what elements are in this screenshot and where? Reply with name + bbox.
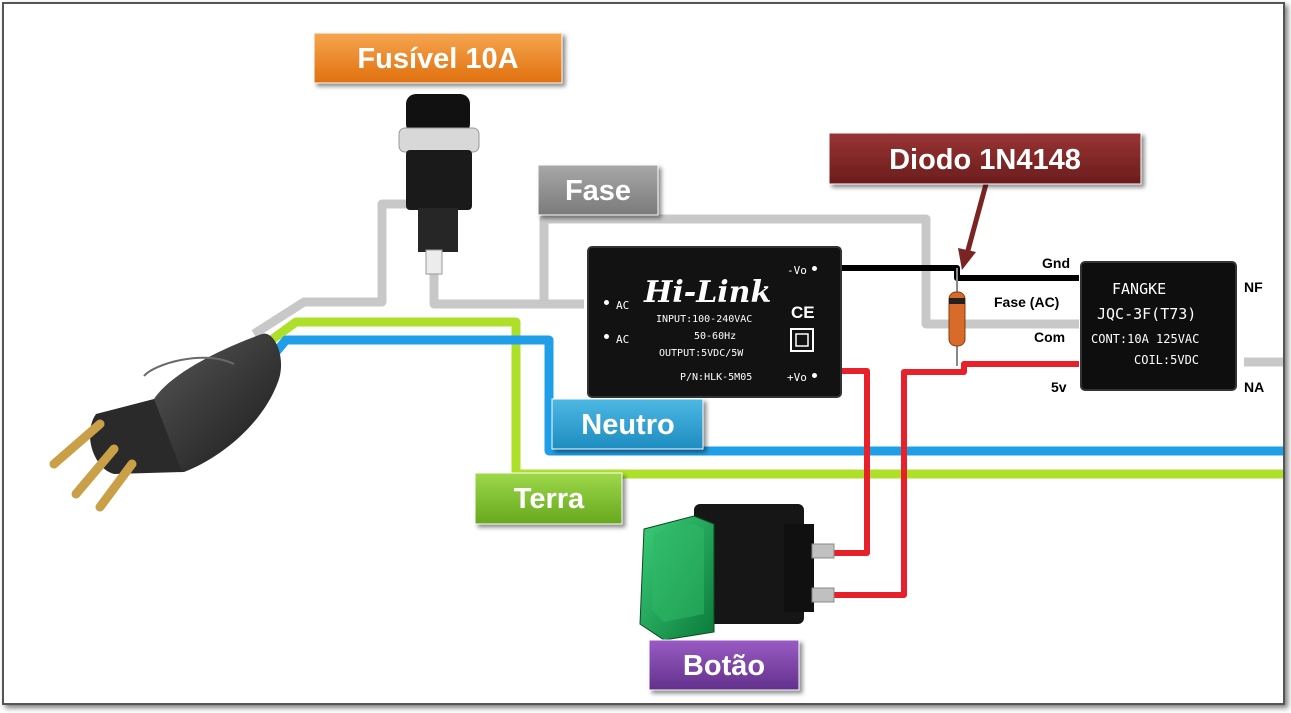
hilink-ac1: AC (616, 299, 629, 312)
ground-wire (256, 317, 1283, 479)
wiring-diagram: AC AC -Vo +Vo Hi-Link CE INPUT:100-240VA… (2, 2, 1285, 705)
hilink-pn: P/N:HLK-5M05 (680, 372, 752, 383)
fuse-holder-icon (398, 94, 480, 275)
diode-pointer-arrow (958, 183, 989, 270)
hilink-ac2: AC (616, 333, 629, 346)
positive-wire-to-relay (819, 361, 1079, 598)
hilink-vpos: +Vo (787, 371, 807, 384)
relay-brand: FANGKE (1112, 280, 1166, 298)
diagram-canvas: AC AC -Vo +Vo Hi-Link CE INPUT:100-240VA… (49, 32, 1283, 691)
hilink-brand: Hi-Link (643, 275, 771, 310)
positive-wire-to-button (819, 368, 870, 556)
pin-com: Com (1034, 329, 1065, 345)
neutral-label: Neutro (581, 409, 674, 441)
pin-gnd: Gnd (1042, 255, 1070, 271)
diode-label: Diodo 1N4148 (889, 144, 1081, 176)
hilink-ce: CE (791, 303, 815, 322)
hilink-freq: 50-60Hz (694, 331, 736, 342)
fuse-label: Fusível 10A (357, 43, 518, 75)
relay-module: FANGKE JQC-3F(T73) CONT:10A 125VAC COIL:… (1080, 261, 1237, 391)
pin-phase-ac: Fase (AC) (994, 294, 1059, 310)
pin-5v: 5v (1051, 379, 1067, 395)
ground-label: Terra (514, 483, 585, 515)
button-label: Botão (683, 650, 765, 682)
relay-coil: COIL:5VDC (1134, 353, 1199, 367)
hilink-output: OUTPUT:5VDC/5W (659, 348, 744, 359)
pin-nf: NF (1244, 279, 1263, 295)
hilink-input: INPUT:100-240VAC (656, 314, 752, 325)
hilink-module: AC AC -Vo +Vo Hi-Link CE INPUT:100-240VA… (587, 246, 842, 398)
relay-cont: CONT:10A 125VAC (1091, 332, 1199, 346)
diode-1n4148 (948, 268, 966, 366)
phase-wire (251, 199, 1283, 367)
pin-na: NA (1244, 379, 1264, 395)
power-plug-icon (49, 333, 282, 512)
phase-label: Fase (565, 175, 631, 207)
neutral-wire (262, 335, 1283, 456)
hilink-vneg: -Vo (787, 264, 807, 277)
relay-model: JQC-3F(T73) (1097, 305, 1196, 323)
push-button-icon (639, 504, 835, 641)
